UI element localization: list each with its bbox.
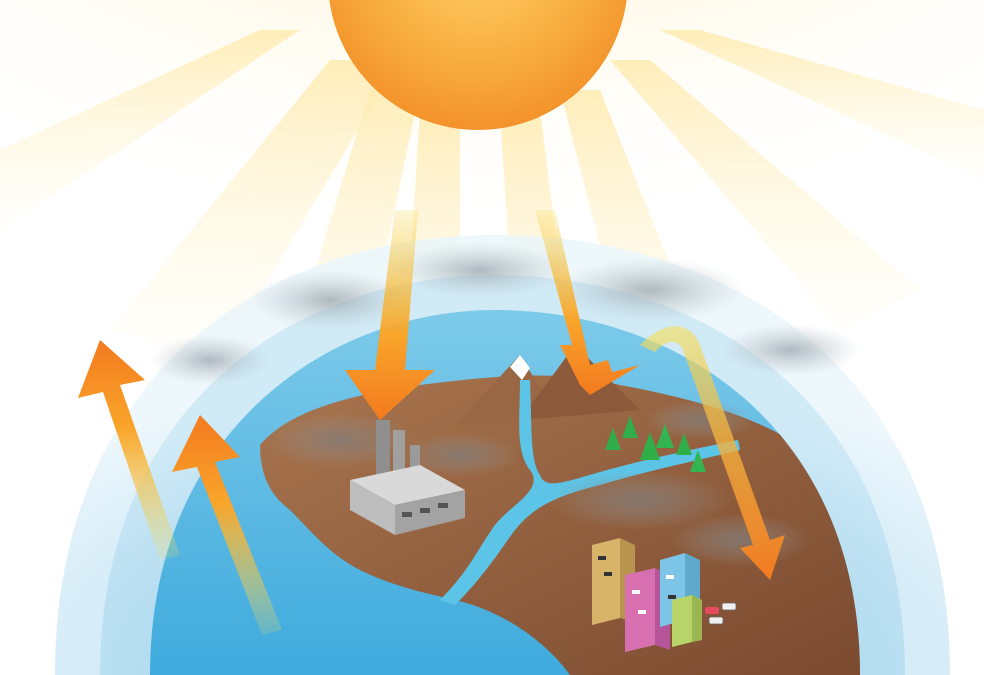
car-icon [708, 616, 724, 625]
outgoing-radiation-arrows [78, 340, 282, 635]
sun-rays [0, 30, 984, 430]
cloud-icon [555, 258, 745, 322]
forest [605, 416, 706, 472]
factory-icon [350, 420, 465, 535]
arrow-icon [78, 340, 180, 560]
factory-window [402, 512, 412, 517]
cloud-icon [150, 335, 270, 385]
building-window [598, 556, 606, 560]
tree-icon [640, 432, 660, 460]
car-icon [705, 607, 719, 614]
arrow-icon [345, 210, 435, 420]
smog-cloud [400, 433, 520, 477]
cars [705, 602, 737, 625]
building-window [666, 575, 674, 579]
tree-icon [690, 450, 706, 472]
atmosphere-clouds [150, 242, 860, 385]
building-window [638, 610, 646, 614]
sun-ray-far-left [110, 60, 400, 360]
sun-ray-far-right [610, 60, 920, 330]
sun-ray-edge-right [660, 30, 984, 180]
arrow-icon [640, 326, 785, 580]
building-green-side [692, 595, 702, 642]
factory-chimney [410, 445, 420, 485]
tree-icon [622, 416, 638, 438]
factory-wall-left [350, 480, 395, 535]
building-window [632, 590, 640, 594]
building-tan [592, 538, 620, 625]
incoming-radiation-arrows [345, 210, 640, 420]
cloud-icon [390, 242, 570, 298]
cloud-icon [250, 270, 410, 330]
sun-icon [329, 0, 627, 130]
building-window [668, 595, 676, 599]
tree-icon [656, 424, 674, 448]
arrow-icon [172, 415, 282, 635]
factory-window [438, 503, 448, 508]
city-buildings-icon [592, 538, 702, 652]
smog-cloud [550, 470, 730, 530]
building-green [672, 595, 692, 647]
tree-icon [605, 428, 621, 450]
arrow-icon [535, 210, 640, 395]
factory-roof [350, 465, 465, 505]
smog-cloud [265, 412, 415, 468]
snow-cap [510, 355, 530, 380]
sun-ray-edge-left [0, 30, 300, 230]
cloud-icon [720, 324, 860, 376]
factory-window [420, 508, 430, 513]
car-icon [721, 602, 737, 611]
tree-icon [676, 433, 692, 455]
building-window [604, 572, 612, 576]
river-icon [440, 380, 740, 605]
